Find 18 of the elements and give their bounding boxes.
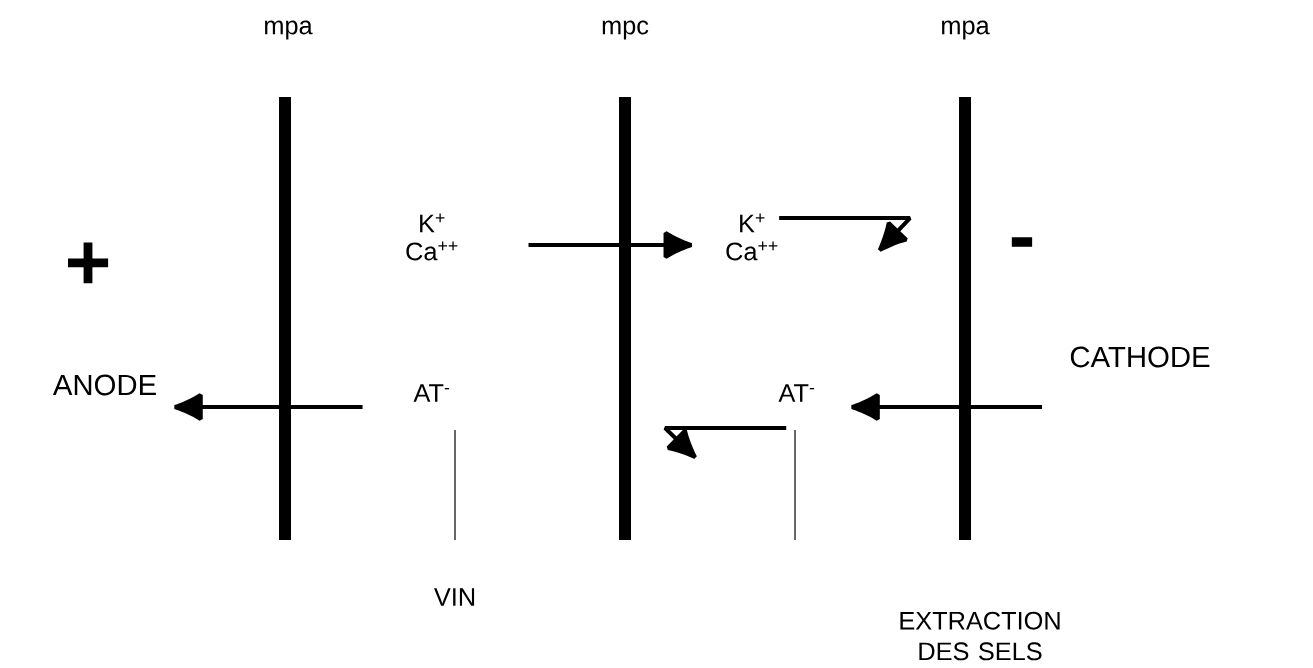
arrow [849, 392, 1042, 422]
arrow [663, 426, 787, 460]
ion-label: CATHODE [1070, 346, 1210, 368]
compartment-label: EXTRACTION DES SELS [900, 611, 1060, 661]
arrow [172, 392, 363, 422]
membrane-label: mpa [942, 20, 990, 40]
arrow [528, 230, 694, 260]
ion-label: K$^{+}$ Ca$^{++}$ [726, 213, 778, 261]
membrane-label: mpa [265, 20, 313, 40]
arrow [779, 216, 912, 253]
compartment-label: VIN [434, 588, 475, 606]
ion-label: AT$^{-}$ [413, 384, 450, 402]
ion-label: ANODE [52, 374, 156, 396]
polarity-sign: - [1011, 237, 1033, 247]
ion-label: AT$^{-}$ [778, 384, 815, 402]
ion-label: K$^{+}$ Ca$^{++}$ [406, 213, 458, 261]
membrane-label: mpc [602, 20, 649, 40]
polarity-sign: + [68, 242, 109, 284]
